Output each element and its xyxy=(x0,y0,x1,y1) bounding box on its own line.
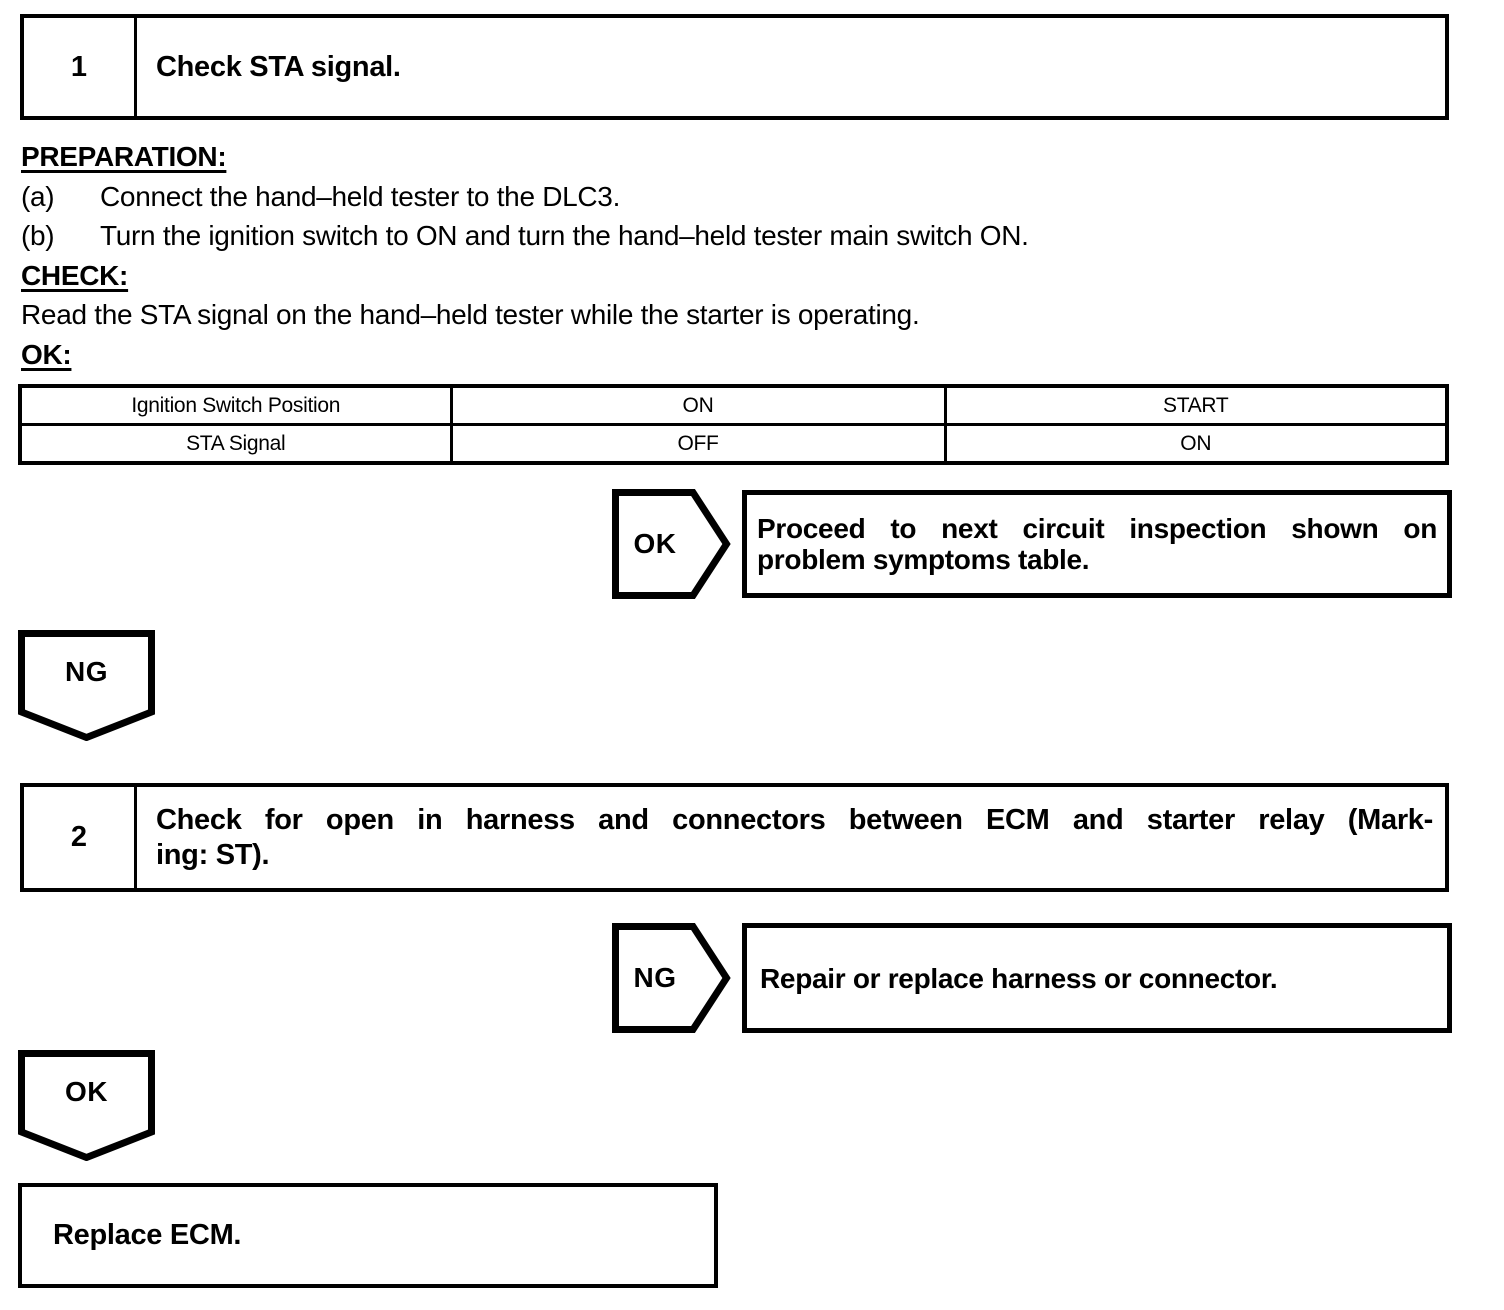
ng-arrow-right-icon xyxy=(612,923,731,1033)
table-cell: OFF xyxy=(449,423,947,465)
ng-result-box: Repair or replace harness or connector. xyxy=(742,923,1452,1033)
ok-arrow-label: OK xyxy=(633,528,677,559)
ng-arrow-label: NG xyxy=(633,962,677,993)
list-marker-a: (a) xyxy=(21,180,55,212)
check-heading: CHECK: xyxy=(21,259,129,291)
preparation-item-a-text: Connect the hand–held tester to the DLC3… xyxy=(100,180,621,212)
sta-signal-table: Ignition Switch Position ON START STA Si… xyxy=(18,384,1449,465)
table-cell: Ignition Switch Position xyxy=(18,384,453,426)
ok-result-line-2: problem symptoms table. xyxy=(757,544,1090,575)
ng-arrow-down-icon xyxy=(18,630,155,741)
check-text: Read the STA signal on the hand–held tes… xyxy=(21,299,920,330)
step-2-title: Check for open in harness and connectors… xyxy=(137,787,1445,888)
ng-result-text: Repair or replace harness or connector. xyxy=(760,962,1278,994)
final-action-text: Replace ECM. xyxy=(53,1219,242,1251)
list-marker-b: (b) xyxy=(21,220,55,251)
instruction-text-block: PREPARATION: (a) Connect the hand–held te… xyxy=(21,137,1483,374)
ng-connector-label: NG xyxy=(65,656,108,687)
final-action-box: Replace ECM. xyxy=(18,1183,718,1288)
step-1-box: 1 Check STA signal. xyxy=(20,14,1449,120)
ok-arrow-right-icon xyxy=(612,489,731,599)
table-row: STA Signal OFF ON xyxy=(18,423,1449,465)
preparation-item-b: (b) Turn the ignition switch to ON and tu… xyxy=(21,216,1483,256)
ok-result-box: Proceed to next circuit inspection shown… xyxy=(742,490,1452,598)
ok-connector-label: OK xyxy=(65,1076,108,1107)
step-2-box: 2 Check for open in harness and connecto… xyxy=(20,783,1449,892)
ok-arrow-down-icon xyxy=(18,1050,155,1161)
preparation-item-a: (a) Connect the hand–held tester to the D… xyxy=(21,177,1483,217)
step-1-title-text: Check STA signal. xyxy=(156,50,401,83)
step-2-title-line-2: ing: ST). xyxy=(156,838,270,871)
ok-result-line-1: Proceed to next circuit inspection shown… xyxy=(757,513,1437,544)
table-cell: START xyxy=(943,384,1449,426)
preparation-heading: PREPARATION: xyxy=(21,141,227,172)
table-cell: ON xyxy=(449,384,947,426)
step-2-title-line-1: Check for open in harness and connectors… xyxy=(156,803,1433,836)
table-row: Ignition Switch Position ON START xyxy=(18,384,1449,426)
table-cell: ON xyxy=(943,423,1449,465)
ok-heading: OK: xyxy=(21,338,72,370)
step-2-number: 2 xyxy=(24,787,137,888)
step-1-number: 1 xyxy=(24,18,137,116)
step-1-title: Check STA signal. xyxy=(137,18,1445,116)
preparation-item-b-text: Turn the ignition switch to ON and turn … xyxy=(100,220,1029,251)
table-cell: STA Signal xyxy=(18,423,453,465)
